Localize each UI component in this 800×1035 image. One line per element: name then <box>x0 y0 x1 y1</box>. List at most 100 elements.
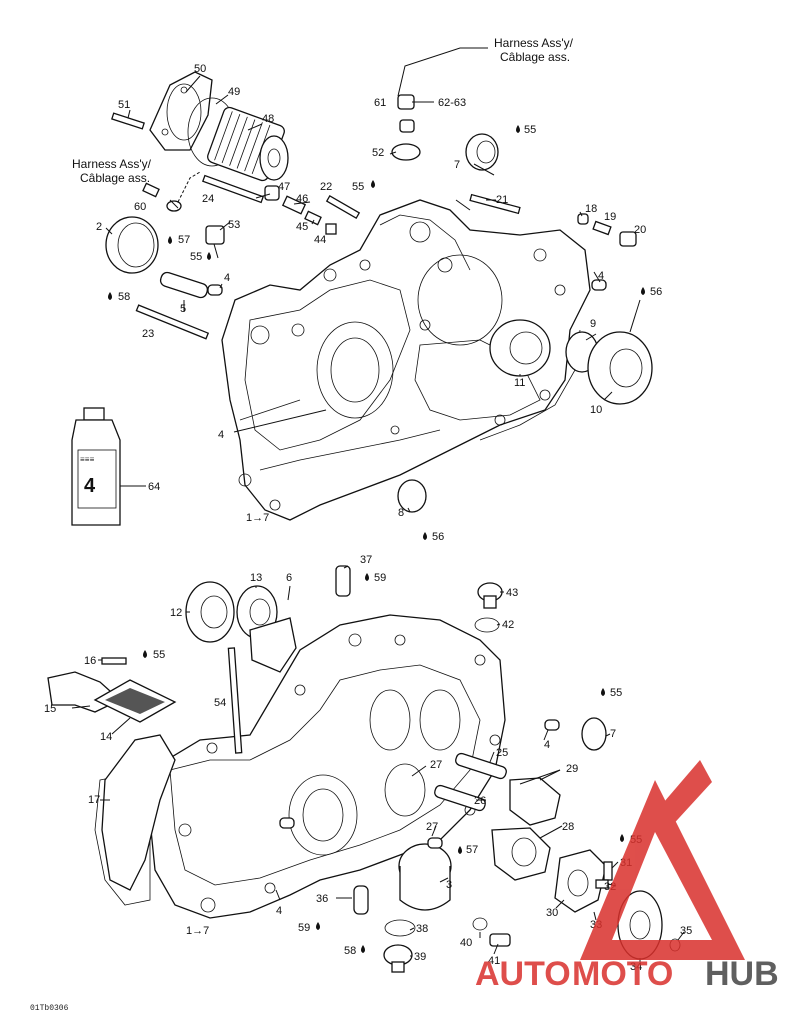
seal-7-lower <box>581 717 607 751</box>
drop-icon <box>620 834 624 842</box>
part-label: 59 <box>374 572 386 584</box>
part-label: 34 <box>630 961 642 973</box>
part-label: 22 <box>320 181 332 193</box>
drop-icon <box>423 532 427 540</box>
bolt-22 <box>325 195 361 219</box>
harness-note-left-line2: Câblage ass. <box>80 171 150 185</box>
plug-20 <box>619 231 637 247</box>
seal-8 <box>397 479 427 513</box>
step-ref-upper: 1→7 <box>246 512 269 524</box>
pump-cover-30 <box>554 849 607 913</box>
part-label: 35 <box>680 925 692 937</box>
screw-16 <box>101 657 127 665</box>
part-label: 15 <box>44 703 56 715</box>
stud-54 <box>227 647 243 754</box>
harness-note-top-line2: Câblage ass. <box>500 50 570 64</box>
part-label: 49 <box>228 86 240 98</box>
part-label: 55 <box>153 649 165 661</box>
oil-filter-cover <box>149 71 213 151</box>
part-label: 17 <box>88 794 100 806</box>
part-label: 4 <box>224 272 230 284</box>
harness-note-left-line1: Harness Ass'y/ <box>72 157 152 171</box>
oil-filter-group <box>111 71 289 182</box>
part-label: 55 <box>190 251 202 263</box>
part-label: 58 <box>118 291 130 303</box>
part-label: 50 <box>194 63 206 75</box>
part-label: 9 <box>590 318 596 330</box>
part-label: 24 <box>202 193 214 205</box>
drop-icon <box>361 945 365 953</box>
shaft-26 <box>434 784 486 812</box>
drop-icon <box>207 252 211 260</box>
part-label: 43 <box>506 587 518 599</box>
dowel-4-upper <box>207 284 223 296</box>
logo-triangle-icon <box>580 780 745 960</box>
part-label: 18 <box>585 203 597 215</box>
screw-53 <box>205 225 225 245</box>
part-label: 2 <box>96 221 102 233</box>
part-label: 3 <box>446 879 452 891</box>
part-label: 37 <box>360 554 372 566</box>
part-label: 56 <box>650 286 662 298</box>
bottle-label-icon: ≡≡≡ <box>80 456 95 465</box>
part-label: 11 <box>514 377 525 389</box>
part-label: 54 <box>214 697 226 709</box>
drop-icon <box>641 287 645 295</box>
lower-crankcase-assembly <box>94 614 506 919</box>
part-label: 44 <box>314 234 326 246</box>
part-label: 5 <box>180 303 186 315</box>
part-label: 16 <box>84 655 96 667</box>
drop-icon <box>316 922 320 930</box>
part-label: 53 <box>228 219 240 231</box>
seal-2 <box>105 216 159 274</box>
part-label: 42 <box>502 619 514 631</box>
plug-18 <box>577 213 589 225</box>
bolt-21 <box>469 193 521 215</box>
part-label: 55 <box>352 181 364 193</box>
drop-icon <box>143 650 147 658</box>
rotor-29 <box>509 777 561 826</box>
drop-icon <box>371 180 375 188</box>
sensor-52 <box>391 143 421 161</box>
plug-37 <box>335 565 351 597</box>
plunger-45 <box>304 210 322 226</box>
upper-crankcase-assembly <box>221 199 591 521</box>
part-label: 62-63 <box>438 97 466 109</box>
part-label: 20 <box>634 224 646 236</box>
part-label: 41 <box>488 955 500 967</box>
part-label: 29 <box>566 763 578 775</box>
rotor-28 <box>491 827 551 881</box>
lubricant-drop-icons <box>108 125 645 953</box>
crankcase-half-lower <box>149 614 506 919</box>
plug-44 <box>325 223 337 235</box>
part-label: 45 <box>296 221 308 233</box>
part-label: 13 <box>250 572 262 584</box>
upper-small-parts <box>105 94 653 513</box>
part-label: 55 <box>610 687 622 699</box>
part-label: 8 <box>398 507 404 519</box>
part-label: 4 <box>598 270 604 282</box>
part-label: 4 <box>276 905 282 917</box>
spring-46 <box>281 195 307 215</box>
dowel-4-lower <box>544 719 560 731</box>
drop-icon <box>168 236 172 244</box>
part-label: 23 <box>142 328 154 340</box>
drop-icon <box>516 125 520 133</box>
part-label: 60 <box>134 201 146 213</box>
part-label: 4 <box>218 429 224 441</box>
part-label: 19 <box>604 211 616 223</box>
part-label: 28 <box>562 821 574 833</box>
bearing-10 <box>587 331 653 405</box>
dowel-27 <box>279 817 295 829</box>
part-label: 14 <box>100 731 112 743</box>
drop-icon <box>108 292 112 300</box>
leader-lines <box>71 47 685 962</box>
fitting-47 <box>264 185 280 201</box>
drop-icon <box>601 688 605 696</box>
part-label: 64 <box>148 481 160 493</box>
oil-bottle-64: ≡≡≡ 4 <box>71 407 121 526</box>
o-ring-38 <box>384 919 416 937</box>
part-label: 59 <box>298 922 310 934</box>
part-label: 21 <box>496 194 508 206</box>
part-label: 52 <box>372 147 384 159</box>
